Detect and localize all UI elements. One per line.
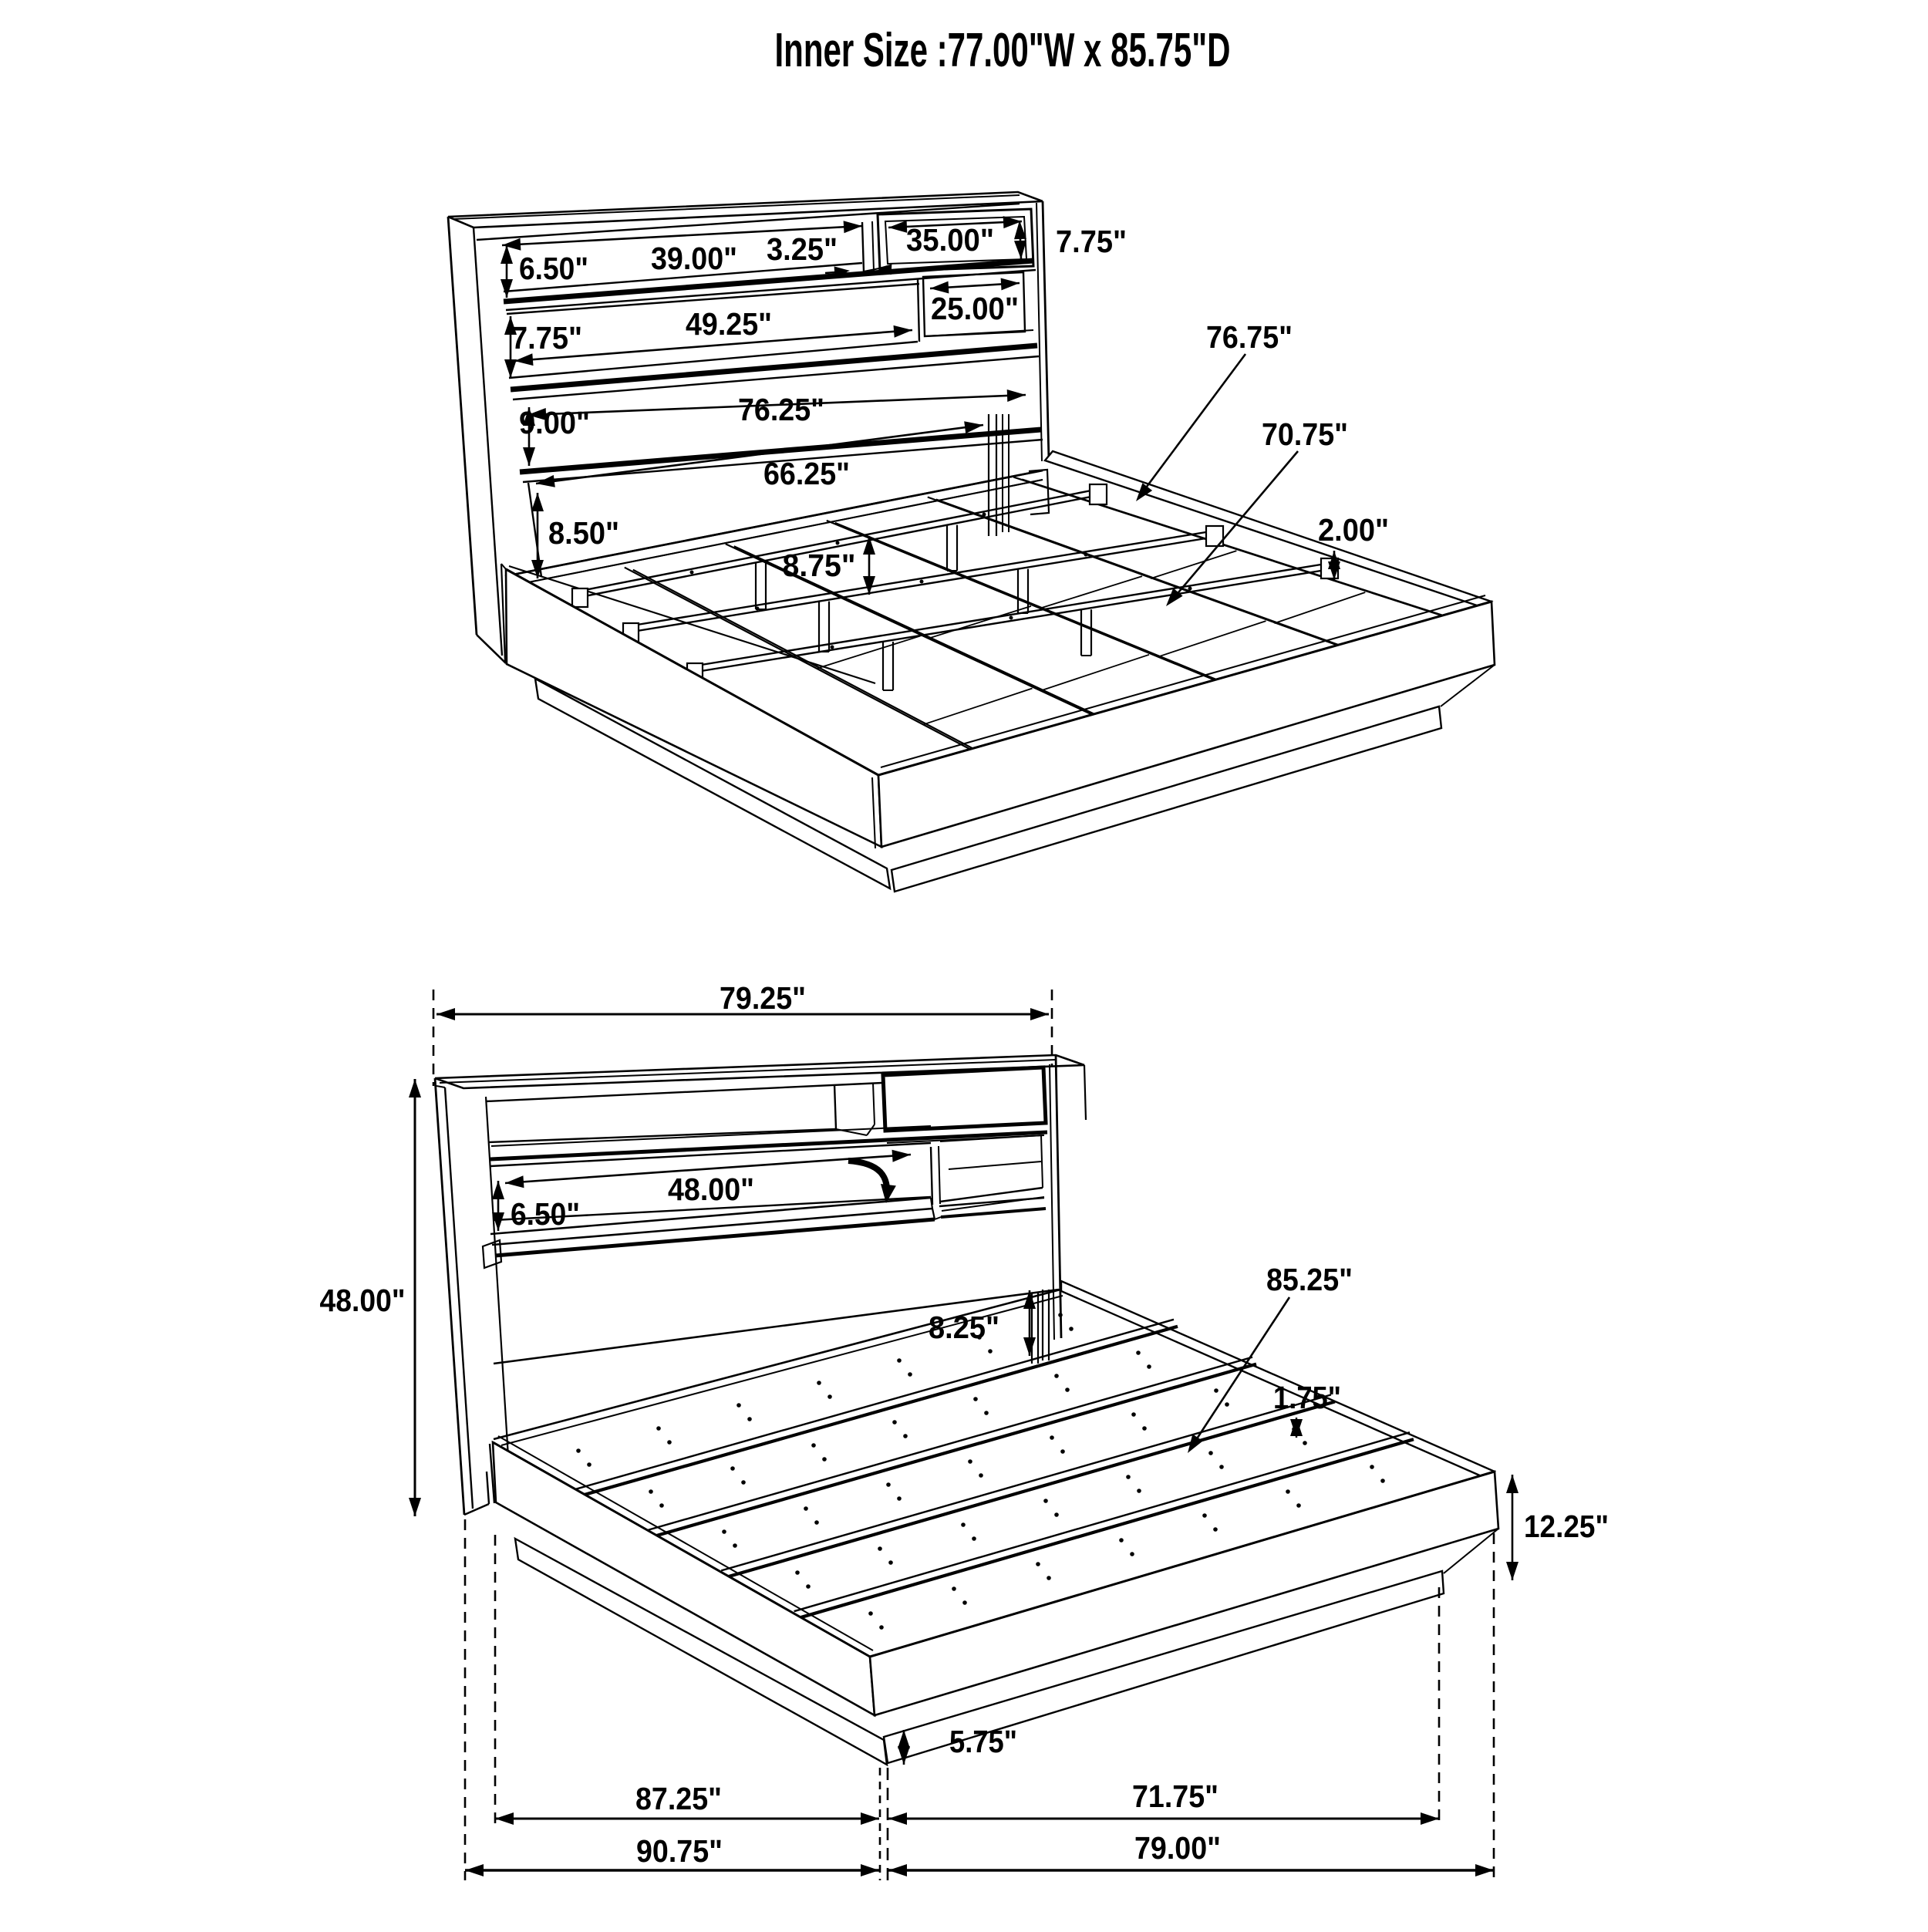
svg-text:8.50": 8.50" bbox=[548, 515, 619, 551]
svg-text:7.75": 7.75" bbox=[511, 320, 582, 356]
svg-text:48.00": 48.00" bbox=[668, 1172, 754, 1207]
svg-text:79.00": 79.00" bbox=[1134, 1830, 1221, 1866]
svg-text:6.50": 6.50" bbox=[511, 1196, 580, 1232]
svg-text:90.75": 90.75" bbox=[636, 1833, 723, 1869]
svg-text:12.25": 12.25" bbox=[1524, 1509, 1609, 1544]
svg-text:6.50": 6.50" bbox=[519, 251, 588, 286]
svg-text:2.00": 2.00" bbox=[1318, 512, 1389, 548]
svg-text:87.25": 87.25" bbox=[635, 1781, 722, 1816]
svg-text:8.75": 8.75" bbox=[783, 548, 856, 583]
svg-text:66.25": 66.25" bbox=[763, 456, 850, 491]
svg-text:85.25": 85.25" bbox=[1266, 1262, 1353, 1297]
svg-text:39.00": 39.00" bbox=[651, 241, 737, 276]
svg-text:76.25": 76.25" bbox=[738, 392, 824, 427]
svg-text:49.25": 49.25" bbox=[686, 306, 772, 342]
svg-text:79.25": 79.25" bbox=[720, 980, 806, 1016]
svg-text:48.00": 48.00" bbox=[320, 1283, 406, 1318]
svg-text:3.25": 3.25" bbox=[767, 231, 838, 267]
svg-text:76.75": 76.75" bbox=[1206, 319, 1293, 355]
svg-text:1.75": 1.75" bbox=[1273, 1380, 1341, 1415]
svg-text:71.75": 71.75" bbox=[1132, 1779, 1218, 1814]
svg-text:5.75": 5.75" bbox=[949, 1724, 1017, 1759]
svg-text:9.00": 9.00" bbox=[519, 405, 590, 440]
svg-text:70.75": 70.75" bbox=[1262, 416, 1348, 452]
svg-text:7.75": 7.75" bbox=[1056, 224, 1127, 259]
svg-text:35.00": 35.00" bbox=[906, 222, 994, 258]
svg-text:Inner Size :77.00"W x 85.75"D: Inner Size :77.00"W x 85.75"D bbox=[775, 24, 1231, 77]
svg-text:25.00": 25.00" bbox=[931, 291, 1019, 326]
svg-text:8.25": 8.25" bbox=[929, 1310, 999, 1345]
